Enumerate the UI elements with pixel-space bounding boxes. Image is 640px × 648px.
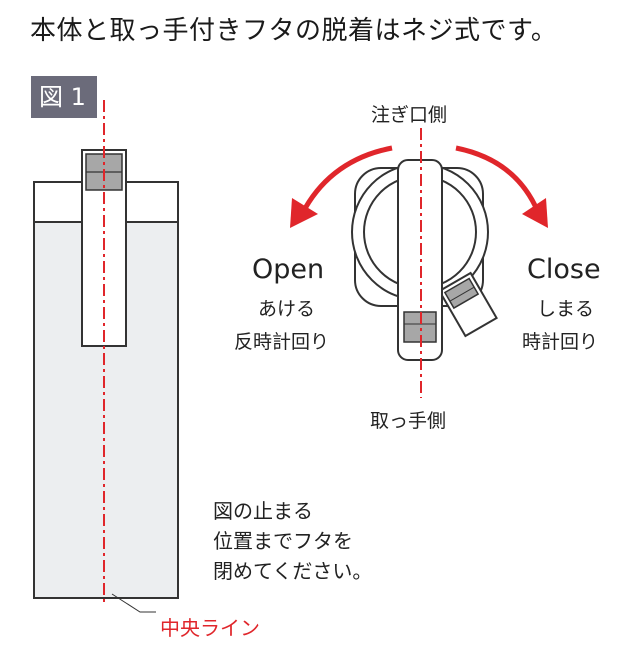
lid-top-view: [351, 159, 498, 361]
open-arrow: [299, 145, 393, 216]
center-line-label: 中央ライン: [160, 616, 260, 640]
note-line: 閉めてください。: [213, 559, 373, 583]
headline: 本体と取っ手付きフタの脱着はネジ式です。: [30, 16, 558, 46]
open-line1: あける: [258, 298, 316, 320]
rotated-handle-ghost: [438, 271, 498, 338]
center-line-leader: [111, 593, 156, 613]
close-arrow: [455, 145, 541, 213]
close-line1: しまる: [537, 298, 595, 320]
open-title: Open: [252, 254, 325, 285]
close-arrow-head: [522, 198, 548, 228]
bottle-side-view: [33, 149, 179, 599]
handle-side-label: 取っ手側: [370, 410, 447, 432]
close-title: Close: [527, 254, 601, 285]
instruction-note: 図の止まる 位置までフタを 閉めてください。: [213, 496, 372, 586]
open-line2: 反時計回り: [234, 331, 330, 353]
figure-badge: 図 1: [31, 76, 97, 118]
open-arrow-head: [290, 198, 318, 228]
note-line: 図の止まる: [213, 499, 313, 523]
spout-side-label: 注ぎ口側: [371, 104, 448, 126]
note-line: 位置までフタを: [213, 529, 353, 553]
close-line2: 時計回り: [522, 331, 599, 353]
